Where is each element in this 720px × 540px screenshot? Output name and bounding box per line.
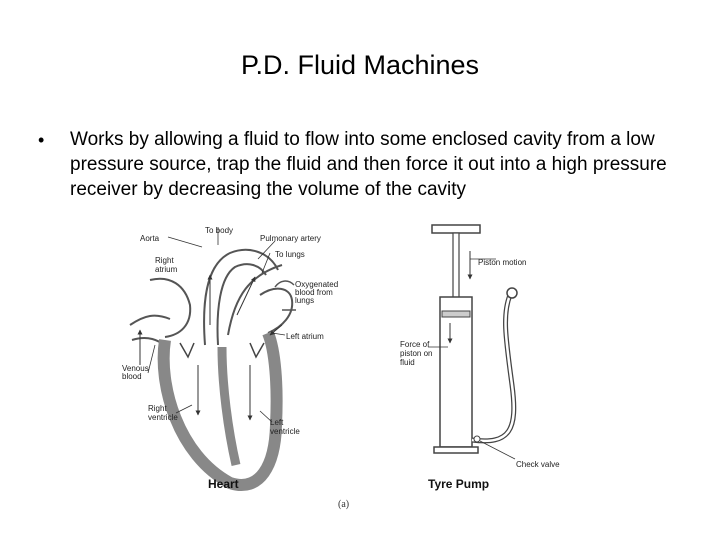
heart-diagram: Aorta To body Pulmonary artery To lungs … — [122, 226, 338, 491]
bullet-item: • Works by allowing a fluid to flow into… — [38, 127, 678, 202]
label-aorta: Aorta — [140, 234, 160, 243]
label-oxygenated-2: blood from — [295, 288, 333, 297]
vena-cava — [129, 314, 171, 326]
label-check-valve: Check valve — [516, 460, 560, 469]
pump-barrel — [439, 296, 473, 448]
label-piston-motion: Piston motion — [478, 258, 526, 267]
right-atrium-wall — [149, 277, 192, 338]
septum — [217, 346, 241, 467]
label-left-ventricle-1: Left — [270, 418, 284, 427]
caption-tyre-pump: Tyre Pump — [428, 477, 489, 491]
left-atrium-wall — [259, 287, 294, 334]
label-right-atrium-1: Right — [155, 256, 174, 265]
pump-nozzle — [506, 287, 518, 299]
aorta-inner — [216, 263, 267, 346]
label-left-ventricle-2: ventricle — [270, 427, 300, 436]
aorta-vessel — [203, 248, 279, 346]
pulmonary-artery-vessel — [227, 264, 283, 336]
pump-foot — [433, 446, 479, 454]
label-venous-2: blood — [122, 372, 142, 381]
label-venous-1: Venous — [122, 364, 149, 373]
figure-subcaption: (a) — [338, 499, 349, 510]
pump-handle — [431, 224, 481, 234]
label-right-ventricle-1: Right — [148, 404, 167, 413]
label-right-atrium-2: atrium — [155, 265, 178, 274]
caption-heart: Heart — [208, 477, 239, 491]
tyre-pump-diagram: Piston motion Force of piston on fluid C… — [400, 224, 560, 491]
label-force-3: fluid — [400, 358, 415, 367]
check-valve-icon — [473, 435, 481, 443]
valves — [179, 342, 265, 359]
label-force-2: piston on — [400, 349, 432, 358]
pump-piston — [441, 310, 471, 318]
pulmonary-veins — [274, 280, 296, 311]
slide-title: P.D. Fluid Machines — [240, 50, 480, 80]
bullet-dot-icon: • — [38, 130, 45, 150]
label-right-ventricle-2: ventricle — [148, 413, 178, 422]
label-oxygenated-3: lungs — [295, 296, 314, 305]
label-oxygenated-1: Oxygenated — [295, 280, 338, 289]
bullet-text: Works by allowing a fluid to flow into s… — [70, 129, 667, 200]
label-force-1: Force of — [400, 340, 430, 349]
label-left-atrium: Left atrium — [286, 332, 324, 341]
label-to-lungs: To lungs — [275, 250, 305, 259]
ventricle-outer-wall — [157, 330, 283, 491]
label-pulmonary-artery: Pulmonary artery — [260, 234, 321, 243]
label-to-body: To body — [205, 226, 233, 235]
pump-hose-inner — [471, 294, 516, 443]
pump-hose — [471, 294, 517, 444]
figure-heart-and-pump: Aorta To body Pulmonary artery To lungs … — [122, 224, 560, 510]
